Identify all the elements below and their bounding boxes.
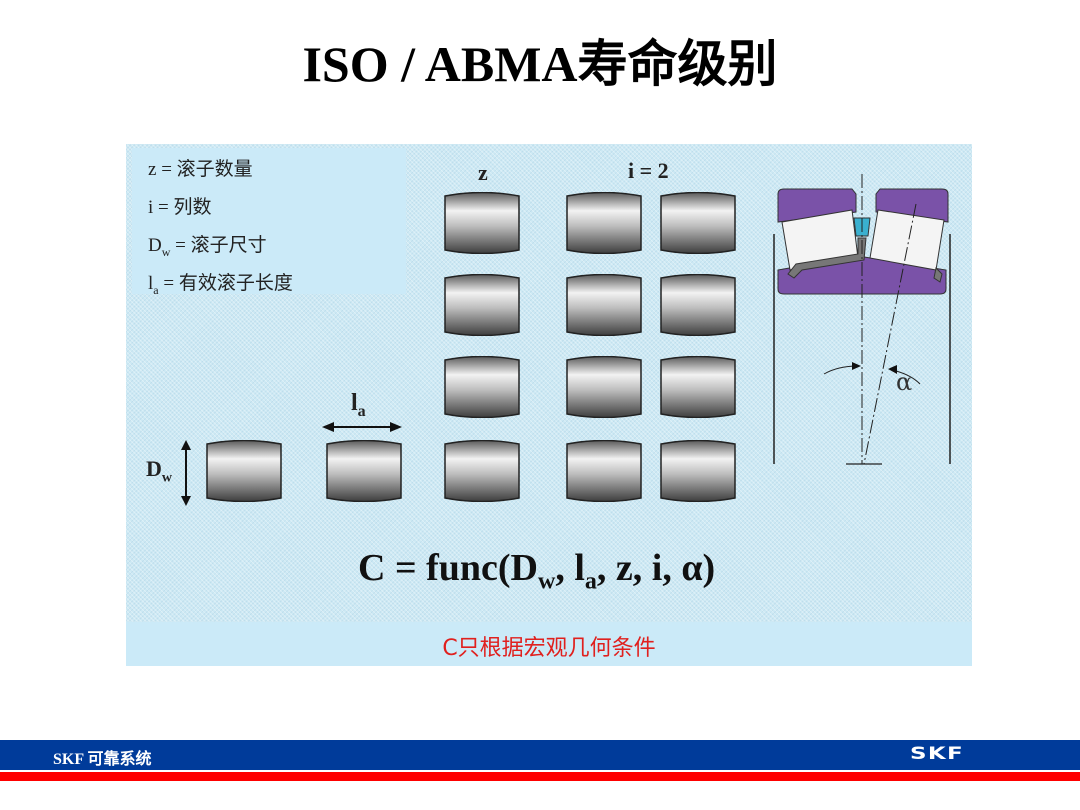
roller-dw — [206, 440, 282, 502]
label-z: z — [478, 160, 488, 185]
label-i: i = 2 — [628, 158, 669, 183]
slide-title: ISO / ABMA寿命级别 — [302, 36, 778, 92]
roller — [444, 440, 520, 502]
la-dimension-arrow-icon — [322, 422, 402, 432]
label-la: la — [351, 390, 366, 420]
symbol-legend: z = 滚子数量 i = 列数 Dw = 滚子尺寸 la = 有效滚子长度 — [132, 148, 406, 297]
dw-dimension-arrow-icon — [181, 440, 191, 506]
label-alpha: α — [896, 368, 913, 396]
roller — [566, 274, 642, 336]
roller — [660, 274, 736, 336]
formula: C = func(Dw, la, z, i, α) — [358, 547, 716, 595]
roller — [660, 440, 736, 502]
caption-band: C只根据宏观几何条件 — [126, 622, 972, 666]
footer-bar: SKF 可靠系统 SKF — [0, 740, 1080, 770]
roller — [444, 356, 520, 418]
roller — [660, 356, 736, 418]
footer-red-stripe — [0, 772, 1080, 781]
label-dw: Dw — [146, 456, 173, 486]
roller — [660, 192, 736, 254]
roller — [566, 356, 642, 418]
roller — [444, 274, 520, 336]
footer-text: SKF 可靠系统 — [53, 751, 152, 768]
legend-item-i: i = 列数 — [148, 197, 212, 218]
legend-item-la: la = 有效滚子长度 — [148, 273, 293, 297]
legend-item-z: z = 滚子数量 — [148, 159, 253, 180]
bearing-cross-section-icon — [773, 174, 951, 465]
skf-logo: SKF — [910, 744, 965, 764]
legend-item-dw: Dw = 滚子尺寸 — [148, 235, 267, 259]
roller — [444, 192, 520, 254]
roller — [566, 440, 642, 502]
roller-la — [326, 440, 402, 502]
caption-text: C只根据宏观几何条件 — [442, 636, 656, 661]
roller — [566, 192, 642, 254]
roller-geometry-figure: z = 滚子数量 i = 列数 Dw = 滚子尺寸 la = 有效滚子长度 z … — [126, 144, 972, 666]
